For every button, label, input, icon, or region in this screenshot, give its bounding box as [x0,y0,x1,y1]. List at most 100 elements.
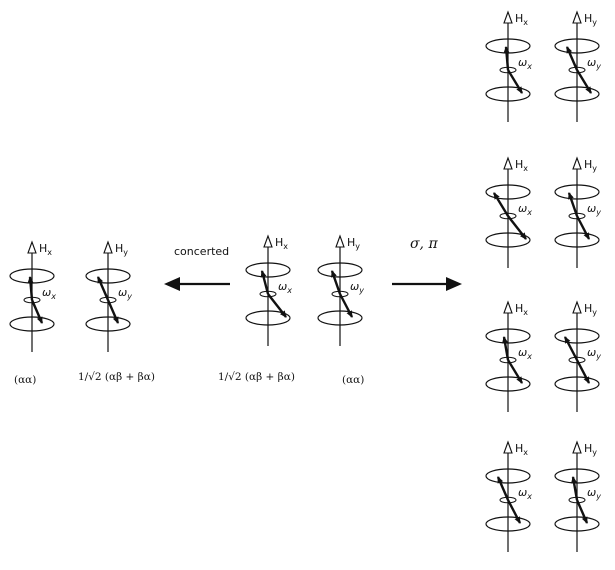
right-pair-1-x: Hx ωx [485,10,532,122]
upper-cone-ellipse [85,268,131,284]
middle-pair-x: Hx ωx [245,234,292,346]
spin-vector-lower [506,69,524,94]
sigma-pi-arrow [392,277,462,291]
lower-cone-ellipse [485,516,531,532]
lower-cone-ellipse [9,316,55,332]
upper-cone-ellipse [554,184,600,200]
left-state-2-caption: 1/√2 (αβ + βα) [78,371,155,383]
mid-state-1-caption: 1/√2 (αβ + βα) [218,371,295,383]
spin-vector-upper [496,476,510,501]
upper-cone-ellipse [485,328,531,344]
right-pair-2-y: Hy ωy [554,156,601,268]
right-pair-4-x: Hx ωx [485,440,532,552]
field-label-hy: Hy [584,158,597,173]
field-label-hx: Hx [515,442,528,457]
lower-cone-ellipse [485,376,531,392]
right-pair-1-y: Hy ωy [554,10,601,122]
upper-cone-ellipse [554,38,600,54]
lower-cone-ellipse [554,86,600,102]
frequency-label-wx: ωx [518,202,532,217]
rotation-loop [499,212,517,220]
middle-pair-y: Hy ωy [317,234,364,346]
concerted-label: concerted [174,245,230,258]
right-pair-4-y: Hy ωy [554,440,601,552]
spin-vector-lower [106,299,120,324]
rotation-loop [568,356,586,364]
upper-cone-ellipse [485,184,531,200]
frequency-label-wx: ωx [42,286,56,301]
field-label-hx: Hx [515,158,528,173]
lower-cone-ellipse [85,316,131,332]
right-pair-3-y: Hy ωy [554,300,601,412]
frequency-label-wx: ωx [278,280,292,295]
lower-cone-ellipse [485,86,531,102]
frequency-label-wx: ωx [518,346,532,361]
spin-vector-upper [563,336,579,361]
lower-cone-ellipse [554,516,600,532]
field-arrowhead [572,440,582,454]
spin-vector-lower [575,69,593,94]
spin-vector-lower [507,215,527,240]
lower-cone-ellipse [485,232,531,248]
spin-vector-upper [260,270,270,295]
field-arrowhead [572,300,582,314]
spin-vector-lower [575,359,591,384]
upper-cone-ellipse [317,262,363,278]
left-pair-x: Hx ωx [9,240,56,352]
lower-cone-ellipse [554,376,600,392]
right-pair-3-x: Hx ωx [485,300,532,412]
lower-cone-ellipse [245,310,291,326]
frequency-label-wy: ωy [587,486,601,501]
frequency-label-wy: ωy [350,280,364,295]
field-arrowhead [503,156,513,170]
left-state-1-caption: (αα) [14,374,37,386]
frequency-label-wy: ωy [587,346,601,361]
field-arrowhead [103,240,113,254]
field-arrowhead [503,10,513,24]
spin-vector-upper [571,476,579,501]
field-arrowhead [503,440,513,454]
frequency-label-wy: ωy [587,56,601,71]
field-arrowhead [572,156,582,170]
sigma-pi-label: σ, π [410,236,438,252]
field-arrowhead [503,300,513,314]
field-label-hy: Hy [584,12,597,27]
field-arrowhead [263,234,273,248]
spin-vector-lower [338,293,354,318]
right-pair-2-x: Hx ωx [485,156,532,268]
spin-vector-lower [506,499,522,524]
spin-vector-upper [27,276,34,301]
field-label-hx: Hx [39,242,52,257]
spin-vector-lower [267,293,287,318]
field-label-hx: Hx [275,236,288,251]
spin-vector-upper [503,46,510,71]
spin-vector-upper [567,192,579,217]
spin-vector-upper [565,46,579,71]
field-arrowhead [335,234,345,248]
spin-vector-upper [330,270,342,295]
spin-vector-upper [502,336,510,361]
upper-cone-ellipse [485,468,531,484]
spin-vector-lower [575,215,591,240]
field-label-hy: Hy [347,236,360,251]
upper-cone-ellipse [245,262,291,278]
lower-cone-ellipse [554,232,600,248]
spin-vector-upper [492,192,510,217]
frequency-label-wx: ωx [518,486,532,501]
frequency-label-wy: ωy [587,202,601,217]
upper-cone-ellipse [554,468,600,484]
spin-vector-upper [96,276,110,301]
frequency-label-wx: ωx [518,56,532,71]
field-label-hy: Hy [584,442,597,457]
lower-cone-ellipse [317,310,363,326]
field-arrowhead [572,10,582,24]
field-label-hy: Hy [584,302,597,317]
field-arrowhead [27,240,37,254]
field-label-hx: Hx [515,302,528,317]
spin-vector-lower [30,299,44,324]
field-label-hy: Hy [115,242,128,257]
mid-state-2-caption: (αα) [342,374,365,386]
field-label-hx: Hx [515,12,528,27]
